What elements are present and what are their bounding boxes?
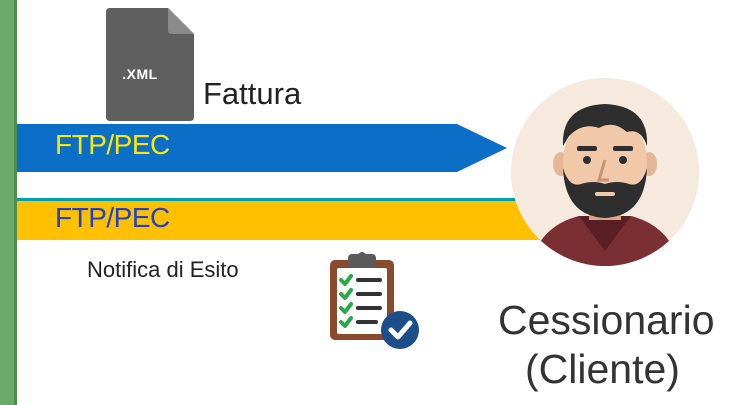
recipient-title: Cessionario <box>498 297 715 343</box>
left-accent-bar <box>0 0 17 405</box>
recipient-subtitle: (Cliente) <box>525 346 680 392</box>
fattura-label: Fattura <box>203 76 302 111</box>
xml-extension-label: .XML <box>122 66 158 82</box>
return-channel-band <box>17 198 577 240</box>
notifica-esito-label: Notifica di Esito <box>87 257 239 282</box>
xml-file-icon <box>106 8 194 121</box>
return-channel-label: FTP/PEC <box>55 202 170 233</box>
checklist-clipboard-icon <box>330 252 419 349</box>
recipient-label: Cessionario (Cliente) <box>498 296 731 394</box>
bearded-man-avatar-icon <box>511 78 699 266</box>
outgoing-channel-arrow <box>17 124 507 172</box>
outgoing-channel-label: FTP/PEC <box>55 129 170 160</box>
